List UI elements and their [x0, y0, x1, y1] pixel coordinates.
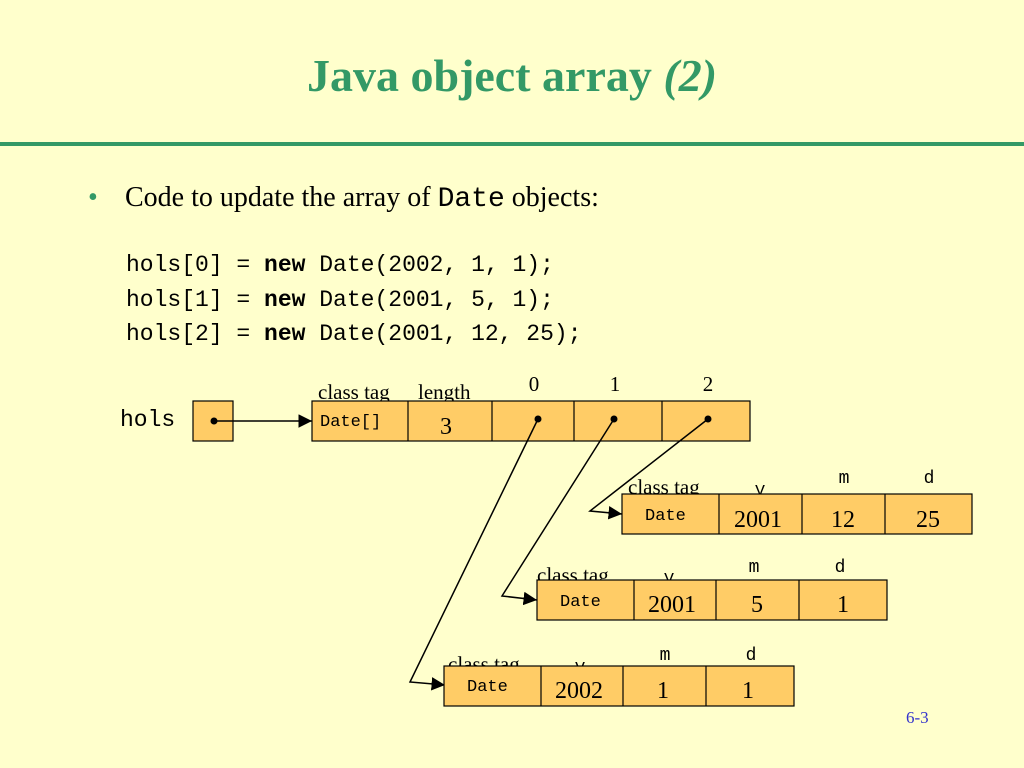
title-main: Java object array: [306, 50, 652, 101]
bullet-code: Date: [437, 184, 505, 215]
array-length: 3: [440, 414, 452, 440]
value-m: 5: [751, 592, 763, 618]
value-d: 25: [916, 507, 940, 533]
title-divider: [0, 142, 1024, 146]
object-box: [536, 579, 888, 621]
code-keyword: new: [264, 321, 306, 347]
value-d: 1: [742, 678, 754, 704]
code-rhs: Date(2001, 5, 1);: [305, 287, 554, 313]
pointer-arrow-2: [588, 418, 709, 520]
field-name-d: d: [924, 469, 935, 489]
field-name-m: m: [839, 469, 850, 489]
field-name-m: m: [749, 558, 760, 578]
code-lhs: hols[1] =: [126, 287, 265, 313]
pointer-arrow-1: [500, 418, 615, 606]
bullet-dot-icon: •: [88, 182, 98, 213]
page-number: 6-3: [906, 708, 929, 727]
field-name-d: d: [835, 558, 846, 578]
bullet-suffix: objects:: [511, 182, 599, 213]
class-tag: Date: [467, 678, 508, 697]
value-y: 2001: [734, 507, 782, 533]
array-index-2: 2: [703, 372, 714, 396]
field-name-m: m: [660, 646, 671, 666]
code-rhs: Date(2001, 12, 25);: [305, 321, 582, 347]
field-name-d: d: [746, 646, 757, 666]
value-y: 2002: [555, 678, 603, 704]
value-y: 2001: [648, 592, 696, 618]
array-length-label: length: [418, 380, 471, 404]
value-d: 1: [837, 592, 849, 618]
code-lhs: hols[2] =: [126, 321, 265, 347]
code-keyword: new: [264, 287, 306, 313]
field-name-y: y: [664, 569, 675, 589]
array-class-tag: Date[]: [320, 413, 381, 432]
bullet-prefix: Code to update the array of: [125, 182, 431, 213]
pointer-arrow-0: [408, 418, 539, 691]
code-keyword: new: [264, 252, 306, 278]
date-object-2001-12-25: class tag y m d Date 2001 12 25: [621, 469, 973, 535]
class-tag: Date: [645, 507, 686, 526]
class-tag: Date: [560, 593, 601, 612]
array-class-tag-label: class tag: [318, 380, 390, 404]
code-rhs: Date(2002, 1, 1);: [305, 252, 554, 278]
variable-name: hols: [120, 407, 175, 433]
title-paren: (2): [663, 50, 718, 101]
slide-title: Java object array (2): [0, 46, 1024, 106]
array-index-1: 1: [610, 372, 621, 396]
value-m: 12: [831, 507, 855, 533]
date-object-2002-1-1: class tag y m d Date 2002 1 1: [443, 646, 795, 707]
date-object-2001-5-1: class tag y m d Date 2001 5 1: [536, 558, 888, 621]
code-line-0: hols[0] = new Date(2002, 1, 1);: [126, 250, 554, 280]
object-box: [443, 665, 795, 707]
bullet-item: • Code to update the array of Date object…: [88, 178, 599, 220]
code-line-1: hols[1] = new Date(2001, 5, 1);: [126, 285, 554, 315]
object-box: [621, 493, 973, 535]
field-name-y: y: [755, 481, 766, 501]
value-m: 1: [657, 678, 669, 704]
code-lhs: hols[0] =: [126, 252, 265, 278]
code-line-2: hols[2] = new Date(2001, 12, 25);: [126, 319, 582, 349]
array-index-0: 0: [529, 372, 540, 396]
